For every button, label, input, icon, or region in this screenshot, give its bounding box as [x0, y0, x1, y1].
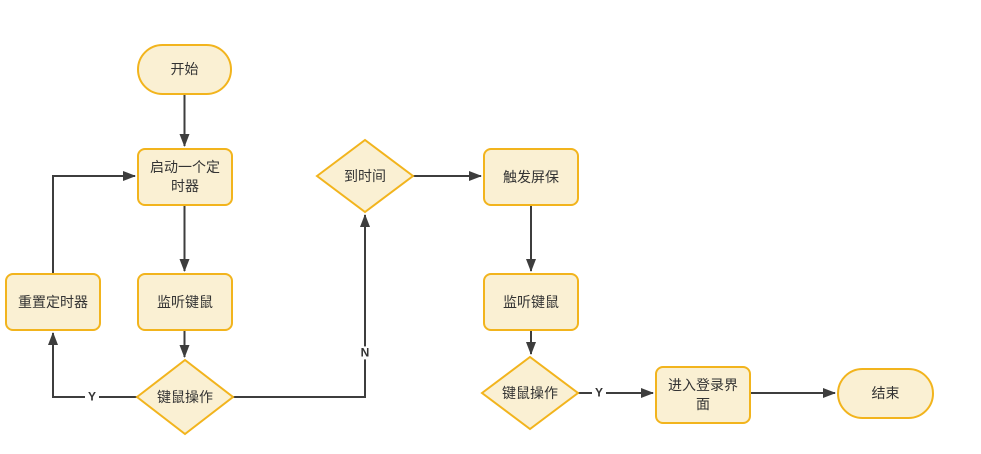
node-shape-enter-login[interactable]: [655, 366, 751, 424]
edge-km-action-1-to-time-up: [233, 214, 370, 398]
node-label-start-timer-text: 启动一个定时器: [150, 159, 220, 194]
node-shape-reset-timer[interactable]: [5, 273, 101, 331]
node-label-km-action-2: 键鼠操作: [502, 384, 558, 401]
node-shape-end[interactable]: [837, 368, 934, 419]
node-label-start-timer: 启动一个定时器: [138, 149, 232, 205]
node-shape-time-up[interactable]: [315, 138, 415, 214]
edge-label-km-action-2-yes: Y: [591, 386, 607, 400]
node-shape-trigger-screensaver[interactable]: [483, 148, 579, 206]
node-label-listen-km-2: 监听键鼠: [503, 293, 559, 310]
node-label-trigger-screensaver: 触发屏保: [503, 168, 559, 185]
node-label-start: 开始: [170, 61, 199, 78]
node-label-enter-login-text: 进入登录界面: [668, 377, 738, 412]
node-label-km-action-1: 键鼠操作: [157, 388, 213, 405]
node-label-listen-km-1: 监听键鼠: [157, 293, 213, 310]
node-label-reset-timer: 重置定时器: [18, 293, 88, 310]
node-shape-listen-km-2[interactable]: [483, 273, 579, 331]
edge-km-action-1-to-reset-timer: [48, 332, 137, 398]
edge-reset-timer-to-start-timer: [52, 171, 136, 273]
node-shape-km-action-2[interactable]: [480, 355, 580, 431]
node-shape-start[interactable]: [137, 44, 232, 95]
edge-label-km-action-1-yes: Y: [84, 390, 100, 404]
node-shape-km-action-1[interactable]: [135, 358, 235, 436]
node-label-enter-login: 进入登录界面: [656, 367, 750, 423]
node-shape-start-timer[interactable]: [137, 148, 233, 206]
node-label-end: 结束: [871, 385, 900, 402]
node-label-time-up: 到时间: [344, 167, 386, 184]
edge-label-km-action-1-no: N: [357, 346, 373, 360]
node-shape-listen-km-1[interactable]: [137, 273, 233, 331]
